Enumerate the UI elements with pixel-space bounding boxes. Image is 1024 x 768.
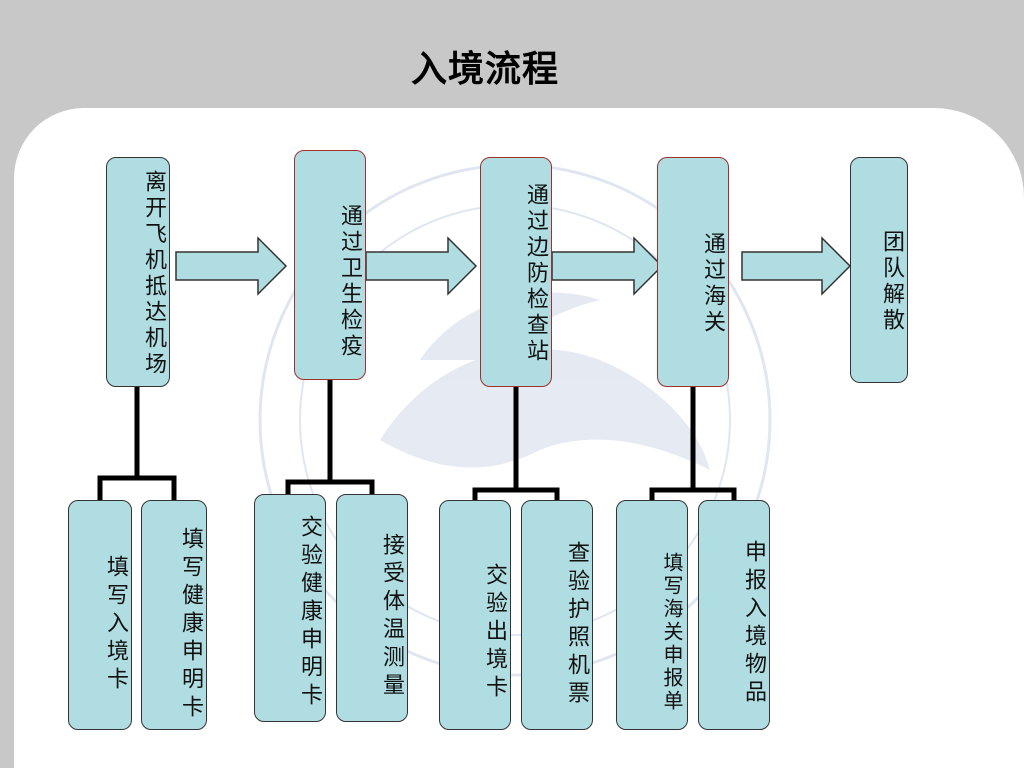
step-health-quarantine-box: 通过卫生检疫	[294, 150, 366, 380]
arrow-right-icon	[741, 236, 852, 296]
arrow-right-icon	[365, 236, 478, 296]
substep-label: 查验护照机票	[564, 541, 589, 709]
substep-submit-health-card-box: 交验健康申明卡	[254, 494, 326, 722]
substep-label: 接受体温测量	[379, 533, 404, 701]
step-label: 通过边防检查站	[523, 183, 548, 365]
substep-submit-exit-card-box: 交验出境卡	[439, 500, 511, 730]
substep-fill-health-card-box: 填写健康申明卡	[141, 500, 207, 730]
substep-label: 填写健康申明卡	[178, 527, 203, 723]
step-group-dismiss-box: 团队解散	[850, 157, 908, 383]
step-disembark-box: 离开飞机抵达机场	[106, 157, 170, 387]
substep-temperature-check-box: 接受体温测量	[336, 494, 408, 722]
substep-fill-customs-form-box: 填写海关申报单	[616, 500, 688, 730]
substep-fill-entry-card-box: 填写入境卡	[68, 500, 132, 730]
substep-label: 申报入境物品	[741, 540, 766, 708]
substep-declare-goods-box: 申报入境物品	[698, 500, 770, 730]
substep-label: 交验健康申明卡	[297, 515, 322, 711]
step-label: 离开飞机抵达机场	[141, 170, 166, 378]
step-customs-box: 通过海关	[657, 157, 729, 387]
step-label: 团队解散	[879, 230, 904, 334]
arrow-right-icon	[175, 236, 288, 296]
step-border-control-box: 通过边防检查站	[480, 157, 552, 387]
step-label: 通过海关	[700, 232, 725, 336]
substep-label: 填写海关申报单	[660, 551, 684, 713]
substep-check-passport-ticket-box: 查验护照机票	[521, 500, 593, 730]
page-title: 入境流程	[410, 49, 559, 90]
arrow-right-icon	[551, 236, 664, 296]
substep-label: 填写入境卡	[103, 555, 128, 695]
step-label: 通过卫生检疫	[337, 204, 362, 360]
substep-label: 交验出境卡	[482, 563, 507, 703]
